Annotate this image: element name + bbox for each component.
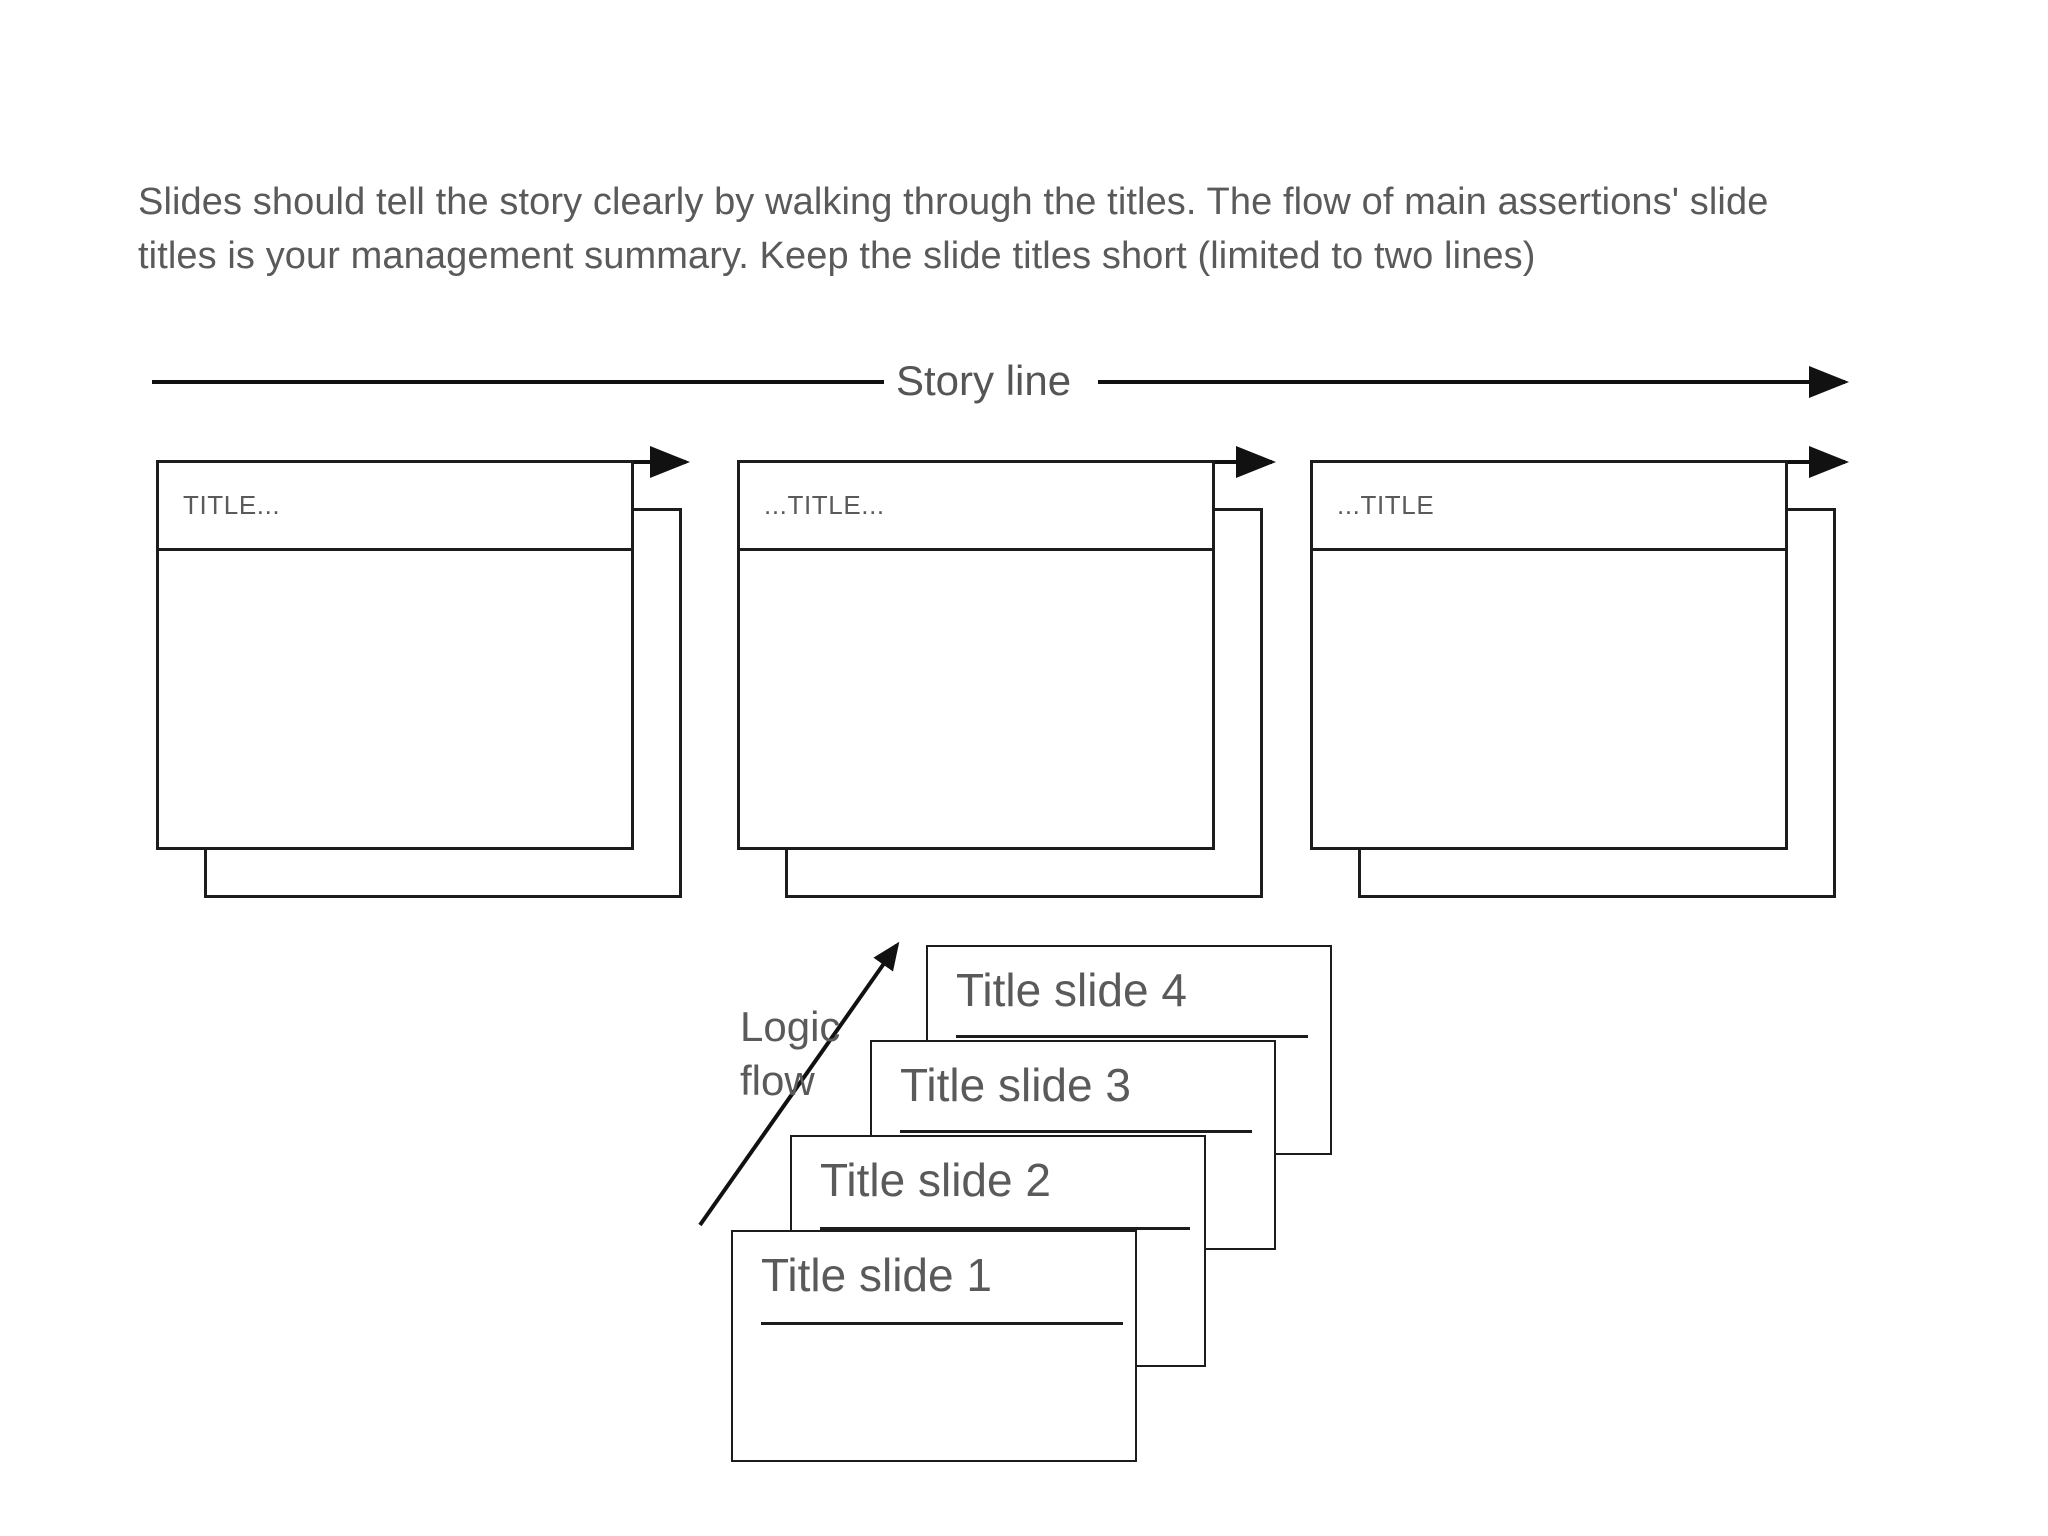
stacked-slide-rule-1 (761, 1322, 1123, 1325)
slide-body-1 (159, 551, 631, 935)
stacked-slide-rule-3 (900, 1130, 1252, 1133)
storyline-label: Story line (884, 354, 1084, 408)
slide-card-3[interactable]: ...TITLE (1310, 460, 1788, 850)
stacked-slide-title-4: Title slide 4 (956, 964, 1187, 1016)
slide-body-3 (1313, 551, 1785, 935)
stacked-slide-rule-4 (956, 1035, 1308, 1038)
stacked-slide-title-3: Title slide 3 (900, 1059, 1131, 1111)
stacked-slide-title-1: Title slide 1 (761, 1249, 992, 1301)
slide-titlebar-1: TITLE... (159, 463, 631, 551)
slide-card-1[interactable]: TITLE... (156, 460, 634, 850)
storyline-slide-1[interactable]: TITLE... (156, 460, 682, 898)
slide-title-1: TITLE... (183, 490, 281, 520)
stacked-slide-1[interactable]: Title slide 1 (731, 1230, 1137, 1462)
slide-title-3: ...TITLE (1337, 490, 1435, 520)
slide-body-2 (740, 551, 1212, 935)
storyline-slide-3[interactable]: ...TITLE (1310, 460, 1836, 898)
logic-flow-label: Logic flow (740, 1003, 841, 1104)
storyline-slide-2[interactable]: ...TITLE... (737, 460, 1263, 898)
slide-titlebar-2: ...TITLE... (740, 463, 1212, 551)
stacked-slide-title-2: Title slide 2 (820, 1154, 1051, 1206)
stacked-slide-rule-2 (820, 1227, 1190, 1230)
slide-titlebar-3: ...TITLE (1313, 463, 1785, 551)
slide-title-2: ...TITLE... (764, 490, 885, 520)
slide-card-2[interactable]: ...TITLE... (737, 460, 1215, 850)
intro-paragraph: Slides should tell the story clearly by … (138, 181, 1769, 277)
